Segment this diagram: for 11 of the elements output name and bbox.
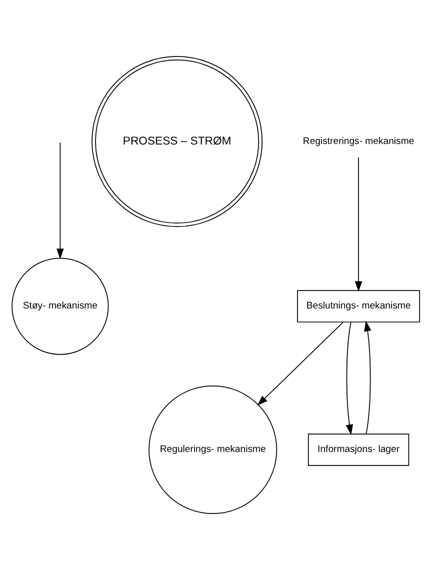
arrow (257, 321, 344, 406)
node-circle: PROSESS – STRØM (92, 56, 263, 227)
node-box: Beslutnings- mekanisme (297, 290, 420, 322)
arrow (346, 321, 354, 435)
node-text: Registrerings- mekanisme (302, 135, 414, 146)
node-circle: Støy- mekanisme (12, 257, 109, 354)
node-box: Informasjons- lager (308, 433, 410, 466)
arrow (56, 142, 64, 259)
node-circle: Regulerings- mekanisme (148, 384, 278, 514)
arrow (364, 320, 372, 434)
arrow (354, 156, 362, 292)
